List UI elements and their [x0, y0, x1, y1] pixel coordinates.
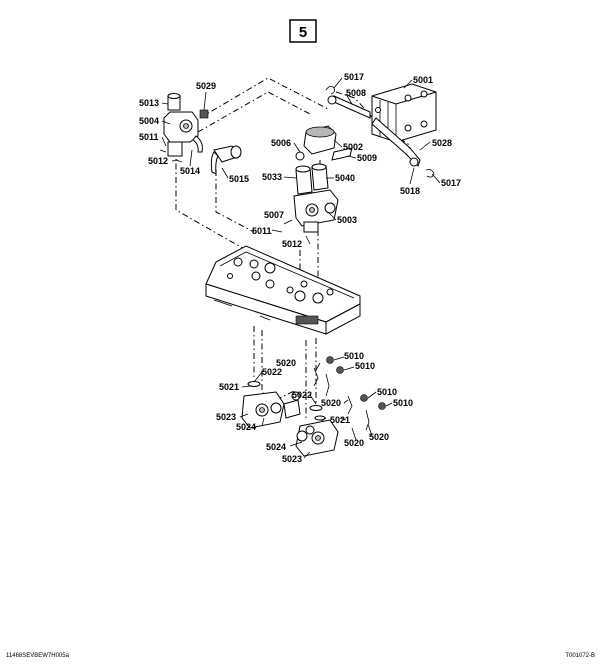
label-5040: 5040 — [335, 173, 355, 183]
label-5028: 5028 — [432, 138, 452, 148]
label-5029: 5029 — [196, 81, 216, 91]
label-5022-left: 5022 — [262, 367, 282, 377]
label-5010-b: 5010 — [355, 361, 375, 371]
plate-heat-exchanger — [371, 83, 437, 143]
label-5012-bottom: 5012 — [282, 239, 302, 249]
caps-5010 — [326, 356, 386, 410]
valve-assembly-left — [159, 93, 209, 163]
label-5010-a: 5010 — [344, 351, 364, 361]
section-number: 5 — [299, 24, 307, 41]
label-5010-c: 5010 — [377, 387, 397, 397]
footer-reference-code: T001072-B — [565, 653, 595, 659]
label-5018: 5018 — [400, 186, 420, 196]
hose-5015 — [210, 145, 242, 175]
label-5014: 5014 — [180, 166, 200, 176]
valve-lower-right — [295, 405, 339, 457]
label-5021-right: 5021 — [330, 415, 350, 425]
part-labels: 5017 5001 5008 5029 5013 5004 5011 5012 … — [139, 72, 461, 464]
label-5024-right: 5024 — [266, 442, 286, 452]
footer-drawing-code: 11468SEVBEW7H005a — [6, 653, 70, 659]
label-5003: 5003 — [337, 215, 357, 225]
label-5020-c: 5020 — [344, 438, 364, 448]
label-5010-d: 5010 — [393, 398, 413, 408]
label-5024-left: 5024 — [236, 422, 256, 432]
label-5017-right: 5017 — [441, 178, 461, 188]
label-5008: 5008 — [346, 88, 366, 98]
clip-5017-right — [425, 169, 435, 178]
label-5015: 5015 — [229, 174, 249, 184]
label-5009: 5009 — [357, 153, 377, 163]
label-5023-right: 5023 — [282, 454, 302, 464]
label-5007: 5007 — [264, 210, 284, 220]
label-5002: 5002 — [343, 142, 363, 152]
label-5011-bottom: 5011 — [252, 226, 272, 236]
label-5022-right: 5022 — [292, 390, 312, 400]
label-5020-a: 5020 — [276, 358, 296, 368]
clips-5020 — [313, 367, 370, 431]
label-5020-d: 5020 — [369, 432, 389, 442]
label-5021-left: 5021 — [219, 382, 239, 392]
label-5011-top: 5011 — [139, 132, 159, 142]
valve-lower-left — [241, 381, 301, 429]
section-number-box: 5 — [289, 19, 317, 43]
leader-lines — [161, 77, 441, 459]
center-valve-stack — [271, 125, 353, 245]
label-5033: 5033 — [262, 172, 282, 182]
connecting-pipe — [327, 95, 421, 167]
label-5006: 5006 — [271, 138, 291, 148]
chassis-housing — [205, 245, 361, 335]
label-5013: 5013 — [139, 98, 159, 108]
label-5004: 5004 — [139, 116, 159, 126]
clip-5017-top — [325, 86, 335, 95]
label-5001: 5001 — [413, 75, 433, 85]
label-5020-b: 5020 — [321, 398, 341, 408]
label-5023-left: 5023 — [216, 412, 236, 422]
label-5017-top: 5017 — [344, 72, 364, 82]
label-5012-top: 5012 — [148, 156, 168, 166]
